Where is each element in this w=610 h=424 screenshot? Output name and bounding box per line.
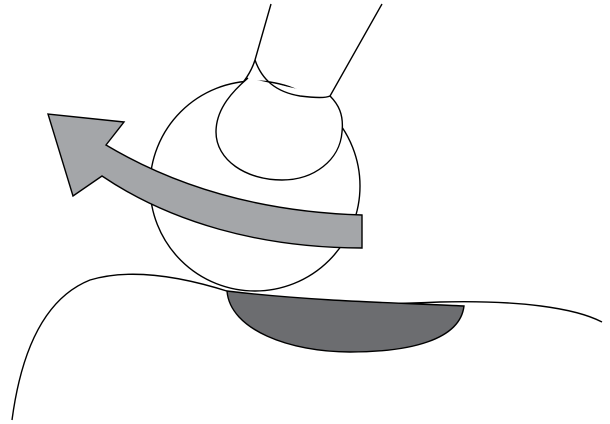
diagram-svg <box>0 0 610 424</box>
diagram-canvas <box>0 0 610 424</box>
